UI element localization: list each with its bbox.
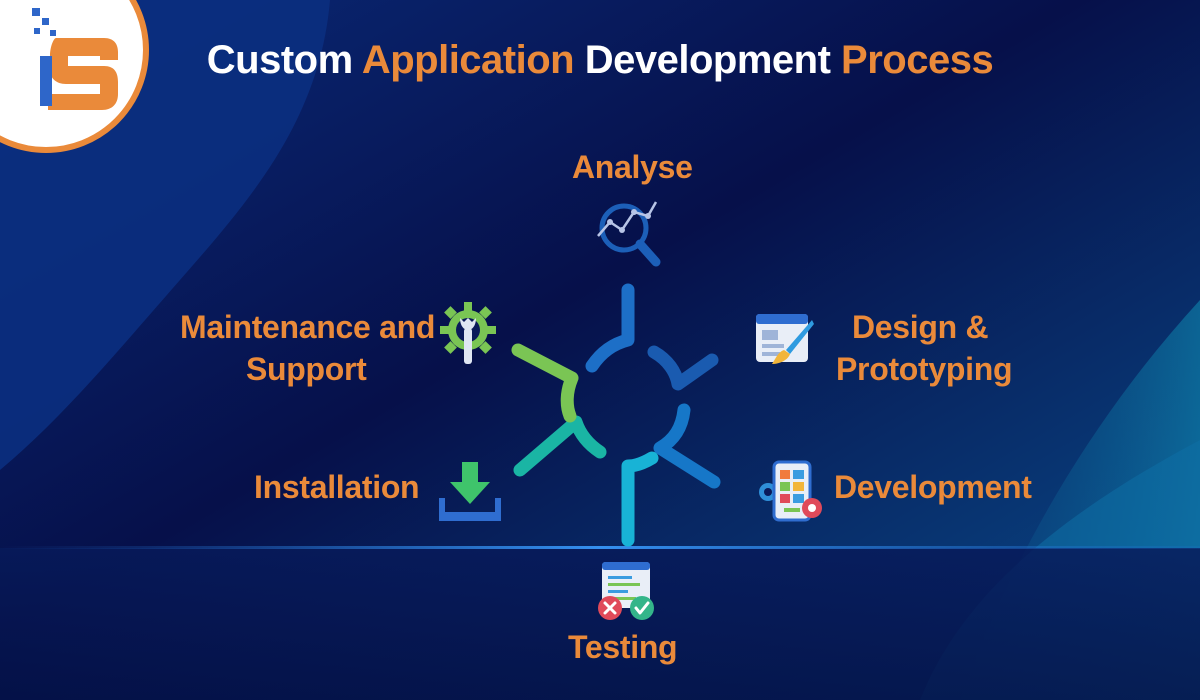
title-word-custom: Custom [206, 38, 353, 82]
step-label-development: Development [834, 469, 1032, 505]
hub-segment-upper-left [511, 343, 579, 423]
process-cycle-hub [511, 283, 721, 547]
company-logo [0, 0, 149, 153]
step-label-prototyping: Prototyping [836, 351, 1013, 387]
hub-segment-upper-right [647, 345, 719, 391]
title-word-application: Application [361, 38, 575, 82]
app-development-icon [759, 460, 822, 522]
design-paintbrush-icon [756, 314, 814, 364]
title-word-development: Development [584, 38, 831, 82]
step-label-analyse: Analyse [572, 149, 693, 185]
registered-mark: ® [98, 11, 112, 30]
download-install-icon [439, 462, 501, 521]
page-title: Custom Application Development Process [0, 38, 1200, 83]
step-label-testing: Testing [568, 629, 678, 665]
testing-checklist-icon [598, 562, 654, 620]
hub-segment-lower-right [653, 403, 721, 489]
hub-segment-lower-left [513, 415, 607, 477]
title-word-process: Process [841, 38, 994, 82]
step-label-support: Support [246, 351, 367, 387]
gear-wrench-icon [440, 302, 496, 364]
step-label-installation: Installation [254, 469, 420, 505]
hub-segment-bottom [621, 451, 659, 547]
step-label-maintenance: Maintenance and [180, 309, 436, 345]
analytics-magnifier-icon [597, 201, 661, 267]
hub-segment-top [585, 283, 635, 373]
step-label-design: Design & [852, 309, 989, 345]
